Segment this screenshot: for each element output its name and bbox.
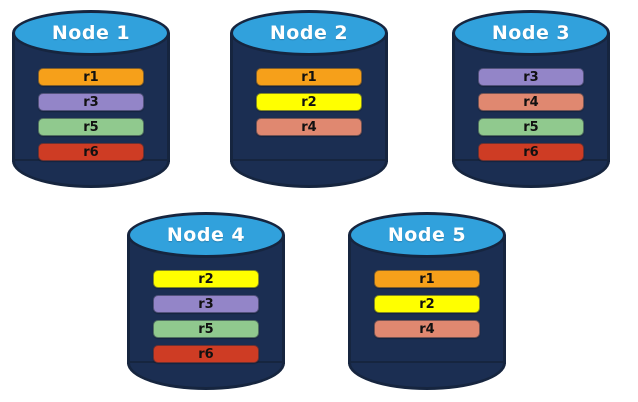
replica-bar-r3[interactable]: r3 xyxy=(153,295,259,313)
node-title: Node 3 xyxy=(492,22,570,44)
replica-bar-r1[interactable]: r1 xyxy=(256,68,362,86)
replica-label: r3 xyxy=(198,296,214,312)
replica-label: r2 xyxy=(198,271,214,287)
cylinder-base xyxy=(12,161,170,188)
replica-label: r6 xyxy=(83,144,99,160)
replica-list: r2 r3 r5 r6 xyxy=(153,270,259,363)
cylinder-base xyxy=(127,363,285,390)
replica-bar-r4[interactable]: r4 xyxy=(478,93,584,111)
replica-label: r4 xyxy=(419,321,435,337)
replica-bar-r1[interactable]: r1 xyxy=(374,270,480,288)
replica-label: r3 xyxy=(83,94,99,110)
replica-list: r1 r2 r4 xyxy=(374,270,480,338)
database-node-5[interactable]: Node 5 r1 r2 r4 xyxy=(348,212,506,390)
replica-bar-r3[interactable]: r3 xyxy=(38,93,144,111)
node-title: Node 2 xyxy=(270,22,348,44)
replica-list: r3 r4 r5 r6 xyxy=(478,68,584,161)
cylinder-top: Node 4 xyxy=(127,212,285,258)
node-title-word: Node xyxy=(491,22,550,44)
cylinder-top: Node 2 xyxy=(230,10,388,56)
replica-list: r1 r2 r4 xyxy=(256,68,362,136)
replica-label: r5 xyxy=(198,321,214,337)
replica-bar-r2[interactable]: r2 xyxy=(374,295,480,313)
replica-bar-r6[interactable]: r6 xyxy=(38,143,144,161)
replica-label: r5 xyxy=(83,119,99,135)
replica-bar-r2[interactable]: r2 xyxy=(153,270,259,288)
replica-label: r4 xyxy=(301,119,317,135)
replica-bar-r5[interactable]: r5 xyxy=(38,118,144,136)
replica-bar-r4[interactable]: r4 xyxy=(256,118,362,136)
replica-label: r6 xyxy=(198,346,214,362)
replica-bar-r2[interactable]: r2 xyxy=(256,93,362,111)
node-title-number: 2 xyxy=(334,22,349,44)
replica-bar-r5[interactable]: r5 xyxy=(478,118,584,136)
database-node-1[interactable]: Node 1 r1 r3 r5 r6 xyxy=(12,10,170,188)
replica-label: r2 xyxy=(419,296,435,312)
node-title-word: Node xyxy=(269,22,328,44)
replica-bar-r3[interactable]: r3 xyxy=(478,68,584,86)
node-title-number: 4 xyxy=(231,224,246,246)
node-title: Node 5 xyxy=(388,224,466,246)
cylinder-base xyxy=(348,363,506,390)
replica-bar-r6[interactable]: r6 xyxy=(153,345,259,363)
node-title-word: Node xyxy=(387,224,446,246)
cylinder-base xyxy=(452,161,610,188)
node-title-word: Node xyxy=(51,22,110,44)
node-title-word: Node xyxy=(166,224,225,246)
replica-label: r2 xyxy=(301,94,317,110)
replica-label: r3 xyxy=(523,69,539,85)
replica-label: r1 xyxy=(83,69,99,85)
node-title-number: 5 xyxy=(452,224,467,246)
replica-label: r6 xyxy=(523,144,539,160)
node-title: Node 4 xyxy=(167,224,245,246)
replica-list: r1 r3 r5 r6 xyxy=(38,68,144,161)
cylinder-top: Node 3 xyxy=(452,10,610,56)
node-title: Node 1 xyxy=(52,22,130,44)
replica-label: r5 xyxy=(523,119,539,135)
node-title-number: 1 xyxy=(116,22,131,44)
replica-bar-r5[interactable]: r5 xyxy=(153,320,259,338)
replica-bar-r1[interactable]: r1 xyxy=(38,68,144,86)
replica-bar-r4[interactable]: r4 xyxy=(374,320,480,338)
replica-label: r1 xyxy=(301,69,317,85)
cylinder-base xyxy=(230,161,388,188)
replica-label: r1 xyxy=(419,271,435,287)
replica-bar-r6[interactable]: r6 xyxy=(478,143,584,161)
database-node-3[interactable]: Node 3 r3 r4 r5 r6 xyxy=(452,10,610,188)
cylinder-top: Node 1 xyxy=(12,10,170,56)
cylinder-top: Node 5 xyxy=(348,212,506,258)
node-title-number: 3 xyxy=(556,22,571,44)
database-node-4[interactable]: Node 4 r2 r3 r5 r6 xyxy=(127,212,285,390)
replica-label: r4 xyxy=(523,94,539,110)
database-node-2[interactable]: Node 2 r1 r2 r4 xyxy=(230,10,388,188)
